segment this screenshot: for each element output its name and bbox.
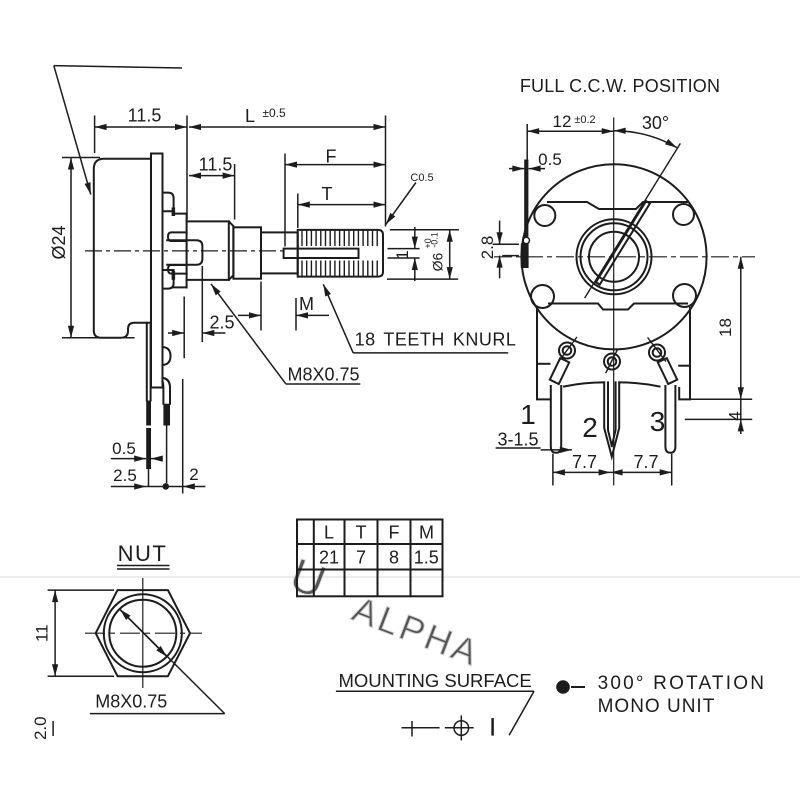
svg-text:2.5: 2.5 [209,313,234,333]
svg-text:-0.1: -0.1 [430,232,440,248]
svg-text:1: 1 [393,250,412,259]
svg-text:2: 2 [582,412,598,443]
svg-text:T: T [322,184,333,204]
svg-text:FULL C.C.W. POSITION: FULL C.C.W. POSITION [520,76,720,96]
svg-text:M8X0.75: M8X0.75 [95,692,167,712]
svg-text:11.5: 11.5 [199,155,233,175]
svg-text:Ø6: Ø6 [430,252,446,271]
svg-text:C0.5: C0.5 [410,172,433,184]
svg-text:0.5: 0.5 [112,439,136,458]
svg-text:1.5: 1.5 [414,548,439,568]
svg-text:3-1.5: 3-1.5 [497,430,538,450]
svg-text:7: 7 [356,548,366,568]
svg-text:18: 18 [716,318,735,337]
svg-text:ALPHA: ALPHA [347,588,486,674]
svg-text:30°: 30° [642,113,669,133]
svg-text:MOUNTING SURFACE: MOUNTING SURFACE [339,670,532,691]
svg-text:18 TEETH KNURL: 18 TEETH KNURL [355,330,517,350]
svg-text:3: 3 [650,406,666,437]
svg-text:11: 11 [32,624,51,642]
svg-text:21: 21 [319,548,339,568]
svg-text:4: 4 [726,411,745,420]
svg-text:T: T [356,523,367,543]
svg-text:2.0: 2.0 [31,716,50,740]
svg-text:12: 12 [553,112,572,131]
svg-text:Ø24: Ø24 [49,225,69,259]
svg-text:2: 2 [189,465,198,484]
svg-text:1: 1 [520,399,536,430]
svg-text:L: L [245,106,255,126]
svg-text:MONO UNIT: MONO UNIT [598,696,716,717]
svg-text:8: 8 [389,548,399,568]
svg-text:±0.2: ±0.2 [574,114,595,126]
svg-text:11.5: 11.5 [128,106,162,126]
svg-text:M: M [419,523,434,543]
svg-text:F: F [389,523,400,543]
svg-text:F: F [326,147,337,167]
svg-text:L: L [324,523,334,543]
svg-text:+0: +0 [423,238,433,248]
svg-text:M: M [299,294,314,314]
svg-text:±0.5: ±0.5 [262,106,286,120]
svg-text:300° ROTATION: 300° ROTATION [598,673,767,694]
svg-text:7.7: 7.7 [633,452,658,472]
svg-text:2.5: 2.5 [113,466,137,485]
svg-text:7.7: 7.7 [572,452,597,472]
svg-text:M8X0.75: M8X0.75 [287,365,359,385]
svg-text:2.8: 2.8 [478,236,497,260]
svg-text:NUT: NUT [118,541,168,566]
svg-text:0.5: 0.5 [538,150,562,169]
